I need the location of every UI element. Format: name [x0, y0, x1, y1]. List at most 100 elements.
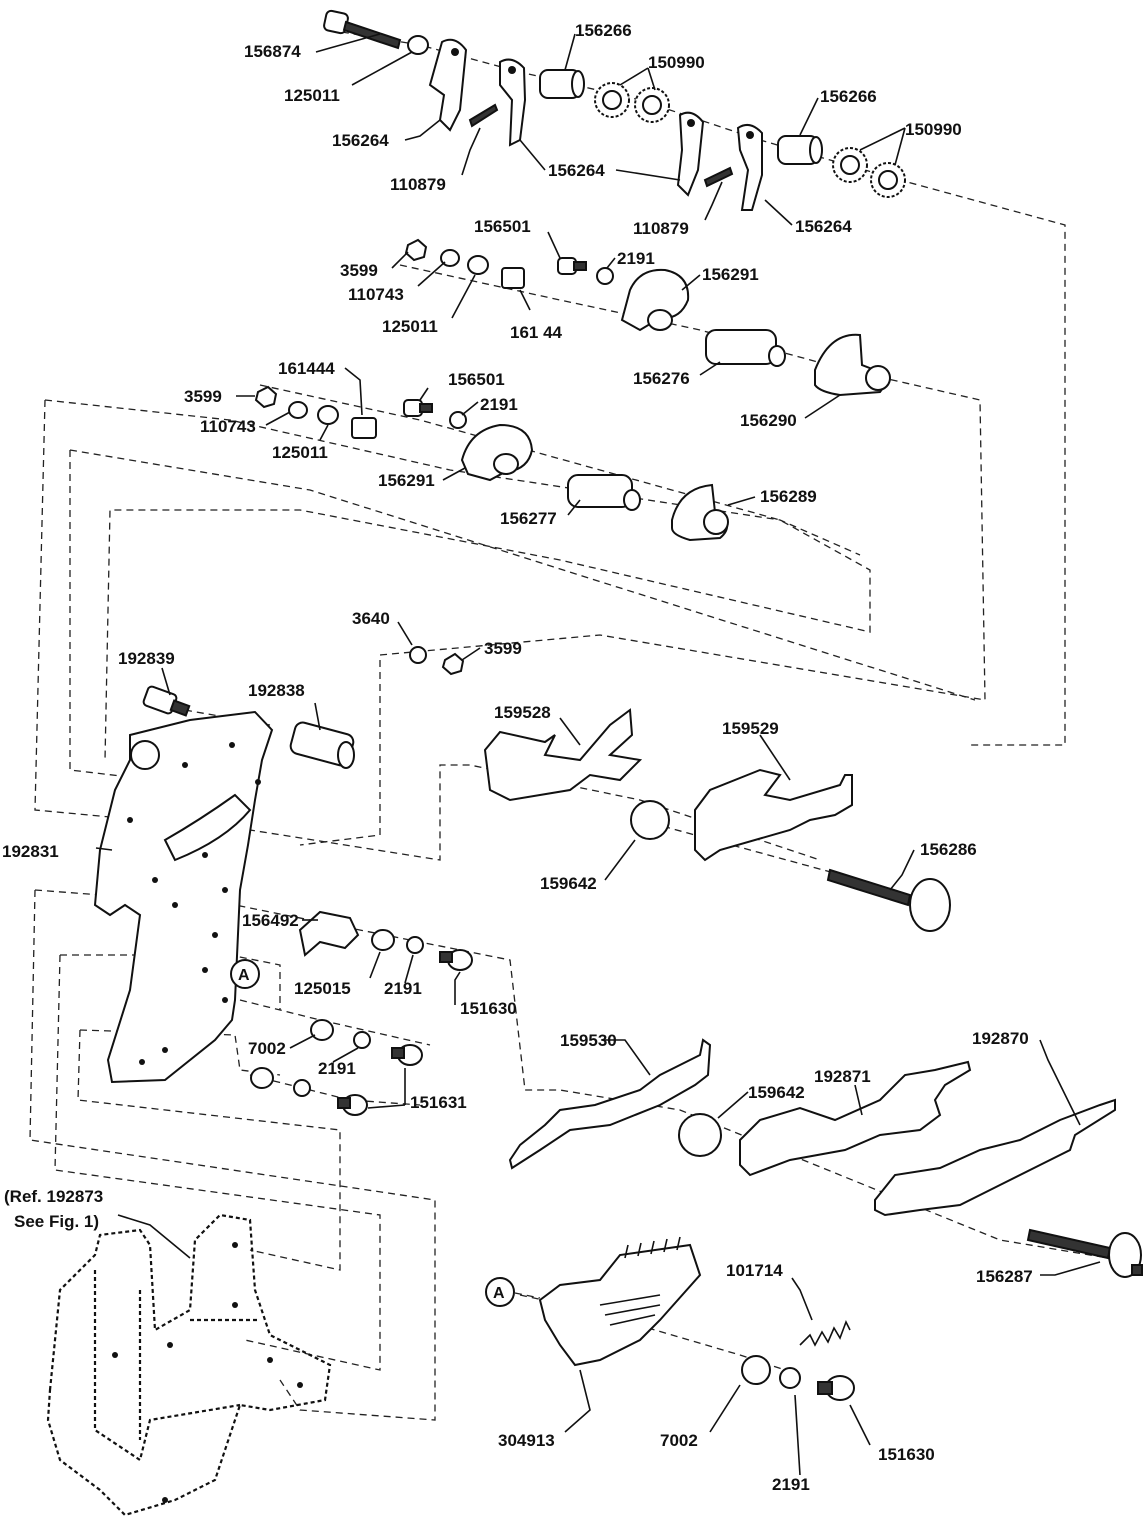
label-156277: 156277 [500, 509, 557, 528]
callout-a-plate: A [230, 959, 260, 989]
spacer-192838 [289, 721, 355, 769]
label-3599-c: 3599 [484, 639, 522, 658]
label-156276: 156276 [633, 369, 690, 388]
label-151630-a: 151630 [460, 999, 517, 1018]
label-156289: 156289 [760, 487, 817, 506]
label-110879-b: 110879 [633, 219, 689, 238]
washer-125011-b [467, 255, 489, 275]
shaft-156286 [826, 868, 951, 932]
label-156287: 156287 [976, 1267, 1033, 1286]
sprocket-150990-c [832, 147, 868, 183]
washer-2191-a [596, 267, 614, 285]
block-161444-b [351, 417, 377, 439]
washer-159642-a [630, 800, 670, 840]
shaft-156277 [567, 474, 641, 511]
label-2191-e: 2191 [772, 1475, 810, 1494]
label-2191-d: 2191 [318, 1059, 356, 1078]
label-192831: 192831 [2, 842, 59, 861]
label-156501-a: 156501 [474, 217, 531, 236]
bracket-156291-a [620, 268, 690, 332]
callout-a-bracket: A [485, 1277, 541, 1307]
washer-7002-b [250, 1067, 274, 1089]
bracket-156289 [671, 483, 729, 542]
collar-156266-a [539, 69, 585, 99]
label-156501-b: 156501 [448, 370, 505, 389]
label-192870: 192870 [972, 1029, 1029, 1048]
label-151631: 151631 [410, 1093, 467, 1112]
washer-2191-c [406, 936, 424, 954]
label-110879-a: 110879 [390, 175, 446, 194]
shaft-156276 [705, 329, 786, 367]
label-156264-b: 156264 [548, 161, 605, 180]
lockwasher-110743-a [440, 249, 460, 267]
label-2191-b: 2191 [480, 395, 518, 414]
washer-7002-c [741, 1355, 771, 1385]
label-159528: 159528 [494, 703, 551, 722]
washer-2191-f [779, 1367, 801, 1389]
slide-192870 [874, 1098, 1116, 1217]
parts [46, 9, 1143, 1517]
plate-192831 [93, 710, 274, 1084]
lever-156264-b [499, 58, 527, 147]
label-7002-b: 7002 [660, 1431, 698, 1450]
stud-192839 [142, 685, 191, 717]
bracket-304913 [538, 1236, 702, 1367]
label-156291-b: 156291 [378, 471, 435, 490]
label-3599-a: 3599 [340, 261, 378, 280]
callout-a-label-1: A [238, 967, 250, 984]
ref-192873-line1: (Ref. 192873 [4, 1187, 103, 1206]
label-161-44: 161 44 [510, 323, 563, 342]
label-3599-b: 3599 [184, 387, 222, 406]
sprocket-150990-d [870, 162, 906, 198]
sprocket-150990-a [594, 82, 630, 118]
slide-192871 [739, 1060, 972, 1177]
lever-156264-a [428, 38, 468, 132]
block-161444-a [501, 267, 525, 289]
slide-159528 [483, 708, 643, 802]
label-125011-b: 125011 [382, 317, 438, 336]
screw-156501-b [403, 399, 433, 417]
label-3640: 3640 [352, 609, 390, 628]
label-150990-b: 150990 [905, 120, 962, 139]
ref-192873-line2: See Fig. 1) [14, 1212, 99, 1231]
screw-151630-b [817, 1375, 855, 1401]
washer-2191-e [293, 1079, 311, 1097]
screw-151631-b [337, 1094, 368, 1116]
washer-125011-top [407, 35, 429, 55]
bracket-156290 [814, 333, 891, 397]
washer-125011-c [317, 405, 339, 425]
lockwasher-110743-b [288, 401, 308, 419]
label-2191-c: 2191 [384, 979, 422, 998]
sprocket-150990-b [634, 87, 670, 123]
screw-151631-a [391, 1044, 423, 1066]
spring-110879-b [703, 166, 734, 188]
label-159529: 159529 [722, 719, 779, 738]
screw-151630-a [439, 949, 473, 971]
washer-7002-a [310, 1019, 334, 1041]
spring-110879-a [468, 103, 499, 128]
label-161444: 161444 [278, 359, 335, 378]
washer-2191-d [353, 1031, 371, 1049]
spring-101714 [799, 1320, 851, 1347]
label-159642-a: 159642 [540, 874, 597, 893]
leader-lines [95, 33, 1101, 1476]
label-156286: 156286 [920, 840, 977, 859]
label-2191-a: 2191 [617, 249, 655, 268]
reference-frame-192873 [46, 1213, 332, 1517]
label-192838: 192838 [248, 681, 305, 700]
label-304913: 304913 [498, 1431, 555, 1450]
collar-156266-b [777, 135, 823, 165]
label-159530: 159530 [560, 1031, 617, 1050]
part-labels: 156874 125011 156264 110879 156266 15099… [2, 21, 1033, 1494]
nut-3599-c [441, 652, 465, 676]
washer-125015 [371, 929, 395, 951]
label-192871: 192871 [814, 1067, 871, 1086]
lever-156264-c [676, 111, 705, 197]
label-156264-c: 156264 [795, 217, 852, 236]
lever-156264-d [736, 123, 763, 211]
screw-156874 [323, 9, 402, 50]
nut-3599-a [404, 238, 428, 262]
label-159642-b: 159642 [748, 1083, 805, 1102]
label-7002-a: 7002 [248, 1039, 286, 1058]
label-150990-a: 150990 [648, 53, 705, 72]
